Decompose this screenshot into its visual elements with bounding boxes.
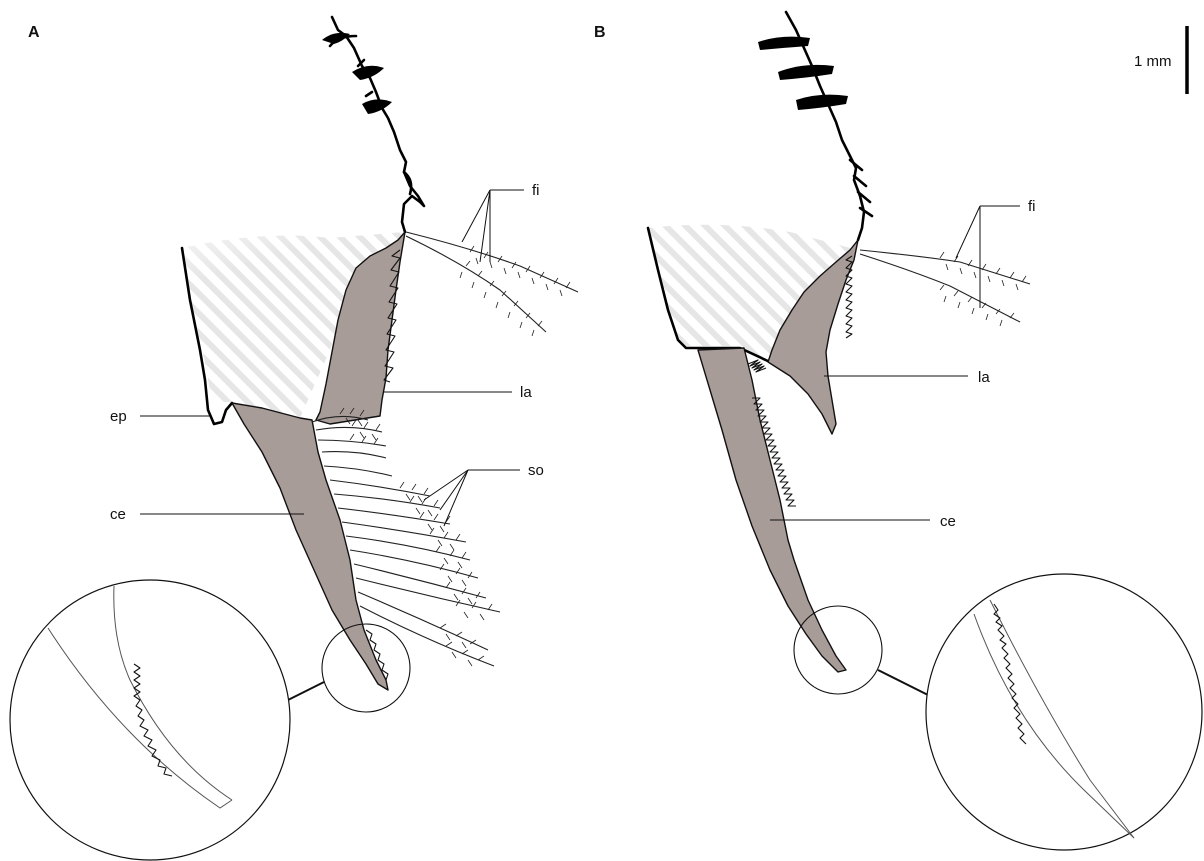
- panel-a-antenna-chain: [322, 17, 424, 232]
- panel-a-zoom-lens: [10, 580, 290, 860]
- scale-bar: 1 mm: [1134, 26, 1187, 94]
- label-a-la: la: [520, 384, 532, 401]
- scale-bar-label: 1 mm: [1134, 53, 1172, 70]
- panel-b: B 1 mm: [594, 12, 1202, 850]
- panel-a: A: [10, 17, 578, 860]
- label-a-so: so: [528, 462, 544, 479]
- panel-a-zoom-connector: [288, 682, 324, 700]
- label-b-la: la: [978, 369, 990, 386]
- panel-b-zoom-source-circle: [794, 606, 882, 694]
- panel-b-zoom-connector: [878, 670, 930, 696]
- panel-b-fi-setae: [860, 250, 1030, 326]
- label-b-ce: ce: [940, 513, 956, 530]
- panel-b-zoom-lens: [926, 574, 1202, 850]
- panel-b-antenna-chain: [758, 12, 872, 240]
- panel-b-letter: B: [594, 24, 606, 41]
- label-b-fi: fi: [1028, 198, 1036, 215]
- label-a-ce: ce: [110, 506, 126, 523]
- panel-a-letter: A: [28, 24, 40, 41]
- label-a-fi: fi: [532, 182, 540, 199]
- panel-a-fi-setae: [406, 232, 578, 336]
- label-a-ep: ep: [110, 408, 127, 425]
